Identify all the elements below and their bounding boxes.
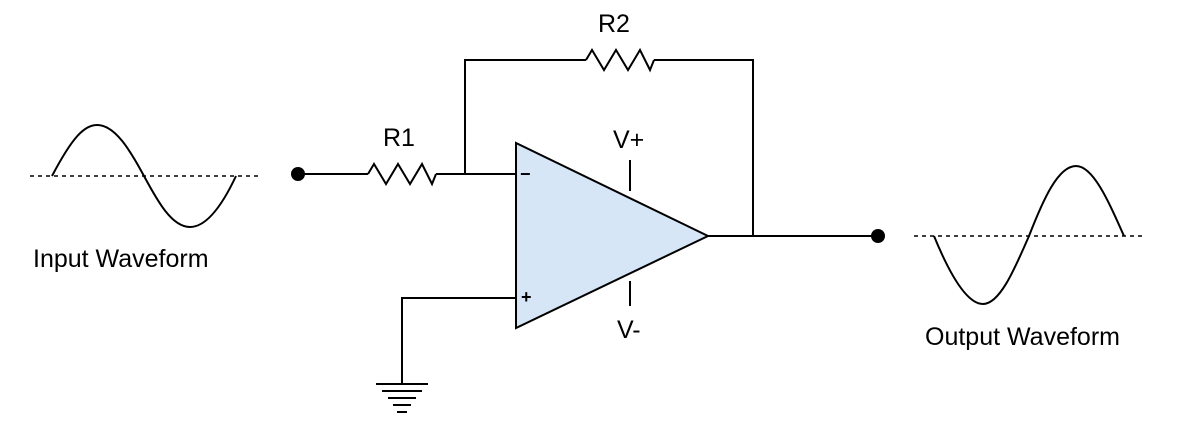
feedback-wire-left [464, 59, 586, 174]
resistor-r1 [367, 161, 437, 187]
output-waveform [914, 164, 1144, 306]
input-waveform [30, 123, 258, 229]
resistor-r2-label: R2 [598, 10, 630, 38]
v-minus-label: V- [617, 316, 641, 344]
input-waveform-label: Input Waveform [33, 245, 209, 273]
resistor-r2 [585, 47, 655, 73]
input-waveform-curve [51, 123, 237, 229]
output-waveform-label: Output Waveform [925, 323, 1120, 351]
inverting-input-symbol: − [520, 164, 531, 184]
output-terminal [871, 229, 885, 243]
ground-wire [401, 297, 516, 383]
v-plus-label: V+ [613, 126, 644, 154]
opamp-triangle [515, 141, 711, 330]
feedback-wire-right [654, 59, 754, 236]
resistor-r1-label: R1 [383, 124, 415, 152]
ground-icon [376, 383, 428, 413]
non-inverting-input-symbol: + [521, 287, 532, 307]
output-waveform-curve [933, 164, 1125, 306]
